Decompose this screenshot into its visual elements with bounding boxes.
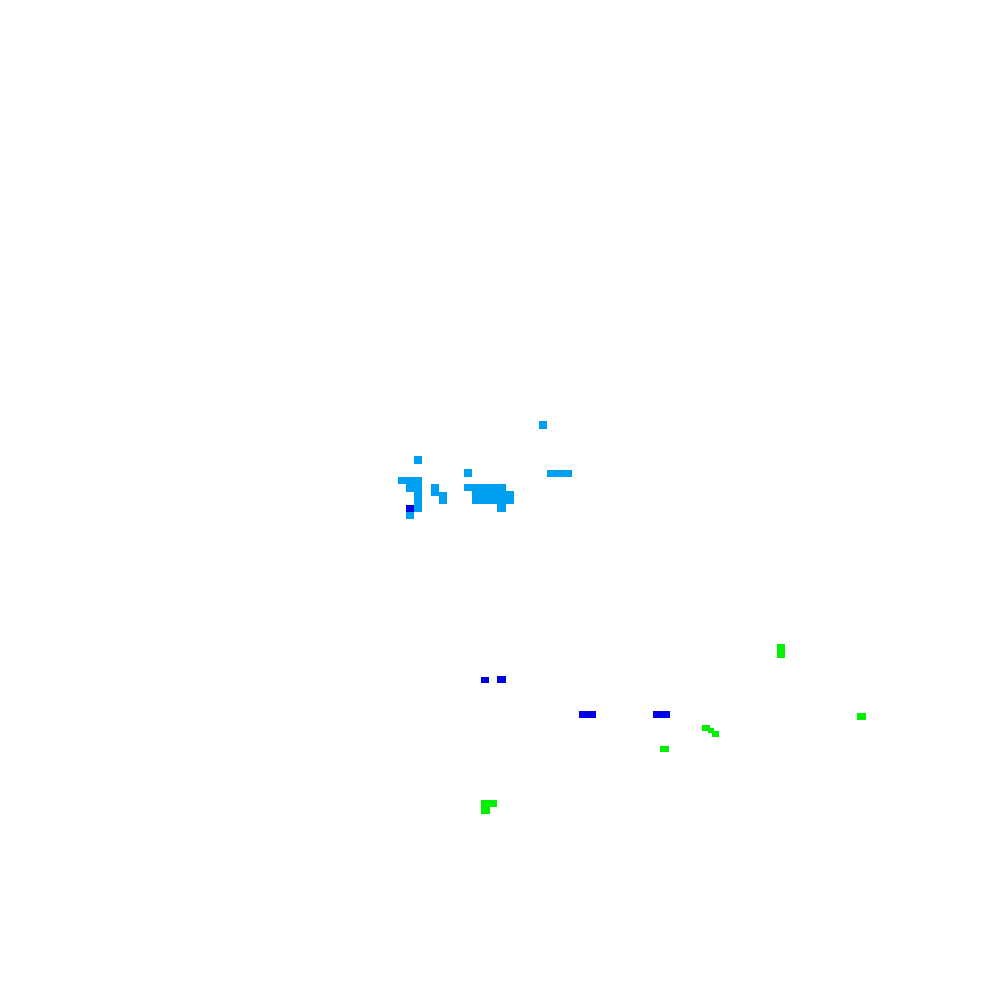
blue-pixel xyxy=(579,711,596,718)
green-pixel xyxy=(481,807,490,814)
light-blue-pixel xyxy=(464,484,506,491)
light-blue-pixel xyxy=(539,421,547,429)
blue-cluster xyxy=(406,505,670,718)
light-blue-pixel xyxy=(414,456,422,464)
light-blue-pixel xyxy=(431,492,447,496)
light-blue-pixel xyxy=(406,477,422,492)
light-blue-pixel xyxy=(398,477,406,484)
blue-pixel xyxy=(406,505,414,512)
green-pixel xyxy=(857,713,866,720)
blue-pixel xyxy=(481,677,489,683)
blue-pixel xyxy=(653,711,670,718)
light-blue-pixel xyxy=(431,484,439,492)
green-pixel xyxy=(777,644,785,658)
green-pixel xyxy=(712,731,719,737)
light-blue-pixel xyxy=(406,512,414,519)
green-cluster xyxy=(481,644,866,814)
green-pixel xyxy=(660,746,669,752)
light-blue-pixel xyxy=(414,492,422,512)
light-blue-pixel xyxy=(547,470,572,477)
light-blue-pixel xyxy=(439,496,447,504)
light-blue-pixel xyxy=(464,469,472,477)
green-pixel xyxy=(708,728,714,733)
green-pixel xyxy=(481,800,497,807)
light-blue-cluster xyxy=(398,421,572,519)
green-pixel xyxy=(702,725,710,731)
blue-pixel xyxy=(497,676,506,683)
light-blue-pixel xyxy=(497,504,506,512)
light-blue-pixel xyxy=(472,491,514,504)
